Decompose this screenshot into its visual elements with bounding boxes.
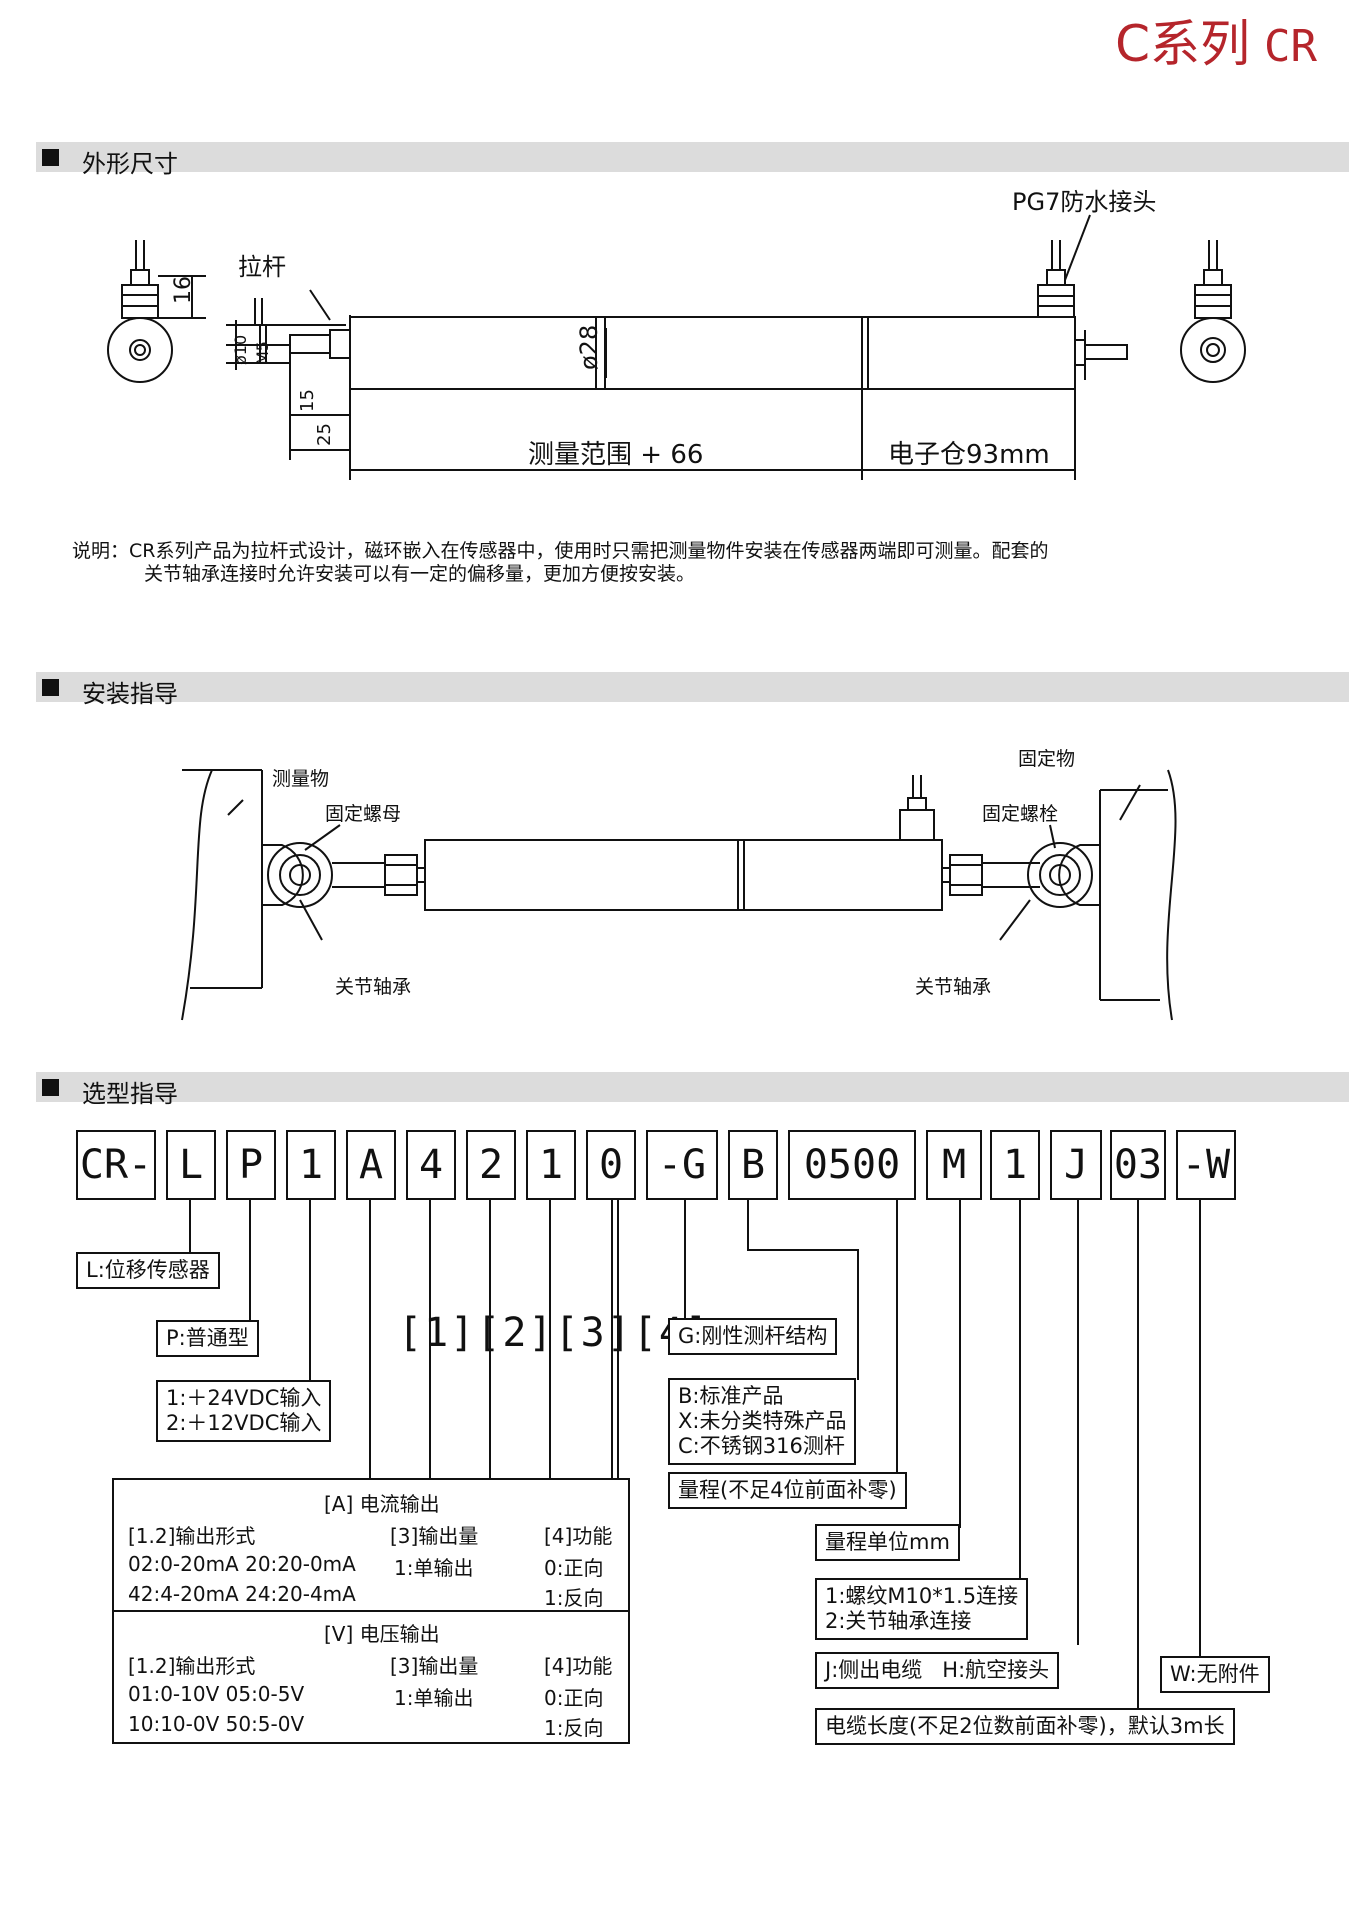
- pull-rod-label: 拉杆: [238, 253, 286, 281]
- code-accessory: -W: [1176, 1130, 1236, 1200]
- square-bullet-icon: [42, 1079, 59, 1096]
- code-range: 0500: [788, 1130, 916, 1200]
- output-code-brackets: [1][2][3][4]: [398, 1310, 711, 1356]
- current-h3: [4]功能: [544, 1524, 613, 1548]
- voltage-output-block: [V] 电压输出 [1.2]输出形式 [3]输出量 [4]功能 01:0-10V…: [114, 1610, 628, 1742]
- label-range: 量程(不足4位前面补零): [668, 1472, 907, 1509]
- dim-15: 15: [297, 389, 318, 412]
- code-unit: M: [926, 1130, 982, 1200]
- dim-m5: M5: [253, 341, 272, 365]
- installation-drawing: 测量物 固定螺母 关节轴承 固定物 固定螺栓 关节轴承: [181, 748, 1177, 1021]
- fixed-nut-label: 固定螺母: [325, 803, 401, 825]
- code-digit-1: 4: [406, 1130, 456, 1200]
- label-l: L:位移传感器: [76, 1252, 220, 1289]
- code-digit-4: 0: [586, 1130, 636, 1200]
- square-bullet-icon: [42, 679, 59, 696]
- code-g: -G: [646, 1130, 718, 1200]
- dim-dia28: ø28: [575, 325, 603, 370]
- code-l: L: [166, 1130, 216, 1200]
- section-header-selection: 选型指导: [36, 1072, 1349, 1108]
- current-h1: [1.2]输出形式: [128, 1524, 256, 1548]
- code-digit-2: 2: [466, 1130, 516, 1200]
- range-dim-label: 测量范围 + 66: [528, 440, 703, 470]
- note-line-2: 关节轴承连接时允许安装可以有一定的偏移量，更加方便按安装。: [144, 563, 696, 585]
- power-option-2: 2:＋12VDC输入: [166, 1411, 322, 1435]
- section-title: 外形尺寸: [82, 150, 178, 178]
- label-connection: 1:螺纹M10*1.5连接 2:关节轴承连接: [815, 1578, 1029, 1640]
- code-digit-3: 1: [526, 1130, 576, 1200]
- voltage-h3: [4]功能: [544, 1654, 613, 1678]
- current-r2c1: 42:4-20mA 24:20-4mA: [128, 1582, 356, 1606]
- code-output-type: A: [346, 1130, 396, 1200]
- measured-object-label: 测量物: [272, 768, 329, 790]
- label-p: P:普通型: [156, 1320, 259, 1357]
- current-r1c2: 1:单输出: [394, 1556, 474, 1580]
- current-r2c3: 1:反向: [544, 1586, 604, 1610]
- fixed-object-label: 固定物: [1018, 748, 1075, 770]
- square-bullet-icon: [42, 149, 59, 166]
- code-connection: 1: [990, 1130, 1040, 1200]
- output-table: [A] 电流输出 [1.2]输出形式 [3]输出量 [4]功能 02:0-20m…: [112, 1478, 630, 1744]
- b-option-3: C:不锈钢316测杆: [678, 1434, 845, 1458]
- dim-25: 25: [314, 423, 335, 446]
- label-unit: 量程单位mm: [815, 1524, 960, 1561]
- description-note: 说明：CR系列产品为拉杆式设计，磁环嵌入在传感器中，使用时只需把测量物件安装在传…: [72, 540, 1048, 586]
- code-cable-type: J: [1050, 1130, 1102, 1200]
- electronics-dim-label: 电子仓93mm: [888, 440, 1050, 470]
- voltage-h2: [3]输出量: [390, 1654, 479, 1678]
- section-title: 安装指导: [82, 680, 178, 708]
- note-line-1: 说明：CR系列产品为拉杆式设计，磁环嵌入在传感器中，使用时只需把测量物件安装在传…: [72, 540, 1049, 562]
- code-cable-length: 03: [1110, 1130, 1166, 1200]
- label-cable-length: 电缆长度(不足2位数前面补零)，默认3m长: [815, 1708, 1235, 1745]
- section-title: 选型指导: [82, 1080, 178, 1108]
- b-option-2: X:未分类特殊产品: [678, 1409, 847, 1433]
- power-option-1: 1:＋24VDC输入: [166, 1386, 322, 1410]
- current-r1c3: 0:正向: [544, 1556, 604, 1580]
- voltage-r1c3: 0:正向: [544, 1686, 604, 1710]
- voltage-h1: [1.2]输出形式: [128, 1654, 256, 1678]
- section-header-dimensions: 外形尺寸: [36, 142, 1349, 178]
- label-power: 1:＋24VDC输入 2:＋12VDC输入: [156, 1380, 332, 1442]
- joint-bearing-left-label: 关节轴承: [335, 976, 411, 998]
- code-p: P: [226, 1130, 276, 1200]
- label-w: W:无附件: [1160, 1656, 1270, 1693]
- joint-bearing-right-label: 关节轴承: [915, 976, 991, 998]
- dim-16: 16: [171, 276, 196, 304]
- conn-option-2: 2:关节轴承连接: [825, 1609, 972, 1633]
- b-option-1: B:标准产品: [678, 1384, 784, 1408]
- label-cable-type: J:侧出电缆 H:航空接头: [815, 1652, 1060, 1689]
- label-g: G:刚性测杆结构: [668, 1318, 838, 1355]
- voltage-title: [V] 电压输出: [324, 1622, 440, 1646]
- fixed-bolt-label: 固定螺栓: [982, 803, 1058, 825]
- current-title: [A] 电流输出: [324, 1492, 440, 1516]
- current-r1c1: 02:0-20mA 20:20-0mA: [128, 1552, 356, 1576]
- code-b: B: [728, 1130, 778, 1200]
- current-h2: [3]输出量: [390, 1524, 479, 1548]
- dimension-drawing: 拉杆 PG7防水接头 16 ø10 M5 ø28 15 25 测量范围 + 66…: [107, 188, 1246, 480]
- series-title: C系列 CR: [1115, 4, 1317, 76]
- code-cr: CR-: [76, 1130, 156, 1200]
- dim-dia10: ø10: [231, 335, 250, 365]
- voltage-r2c3: 1:反向: [544, 1716, 604, 1740]
- voltage-r1c1: 01:0-10V 05:0-5V: [128, 1682, 305, 1706]
- current-output-block: [A] 电流输出 [1.2]输出形式 [3]输出量 [4]功能 02:0-20m…: [114, 1480, 628, 1610]
- voltage-r2c1: 10:10-0V 50:5-0V: [128, 1712, 305, 1736]
- section-header-installation: 安装指导: [36, 672, 1349, 708]
- series-code: CR: [1264, 21, 1317, 72]
- label-b: B:标准产品 X:未分类特殊产品 C:不锈钢316测杆: [668, 1378, 857, 1465]
- voltage-r1c2: 1:单输出: [394, 1686, 474, 1710]
- code-power: 1: [286, 1130, 336, 1200]
- pg7-label: PG7防水接头: [1012, 188, 1156, 216]
- series-title-text: C系列: [1115, 15, 1251, 73]
- conn-option-1: 1:螺纹M10*1.5连接: [825, 1584, 1019, 1608]
